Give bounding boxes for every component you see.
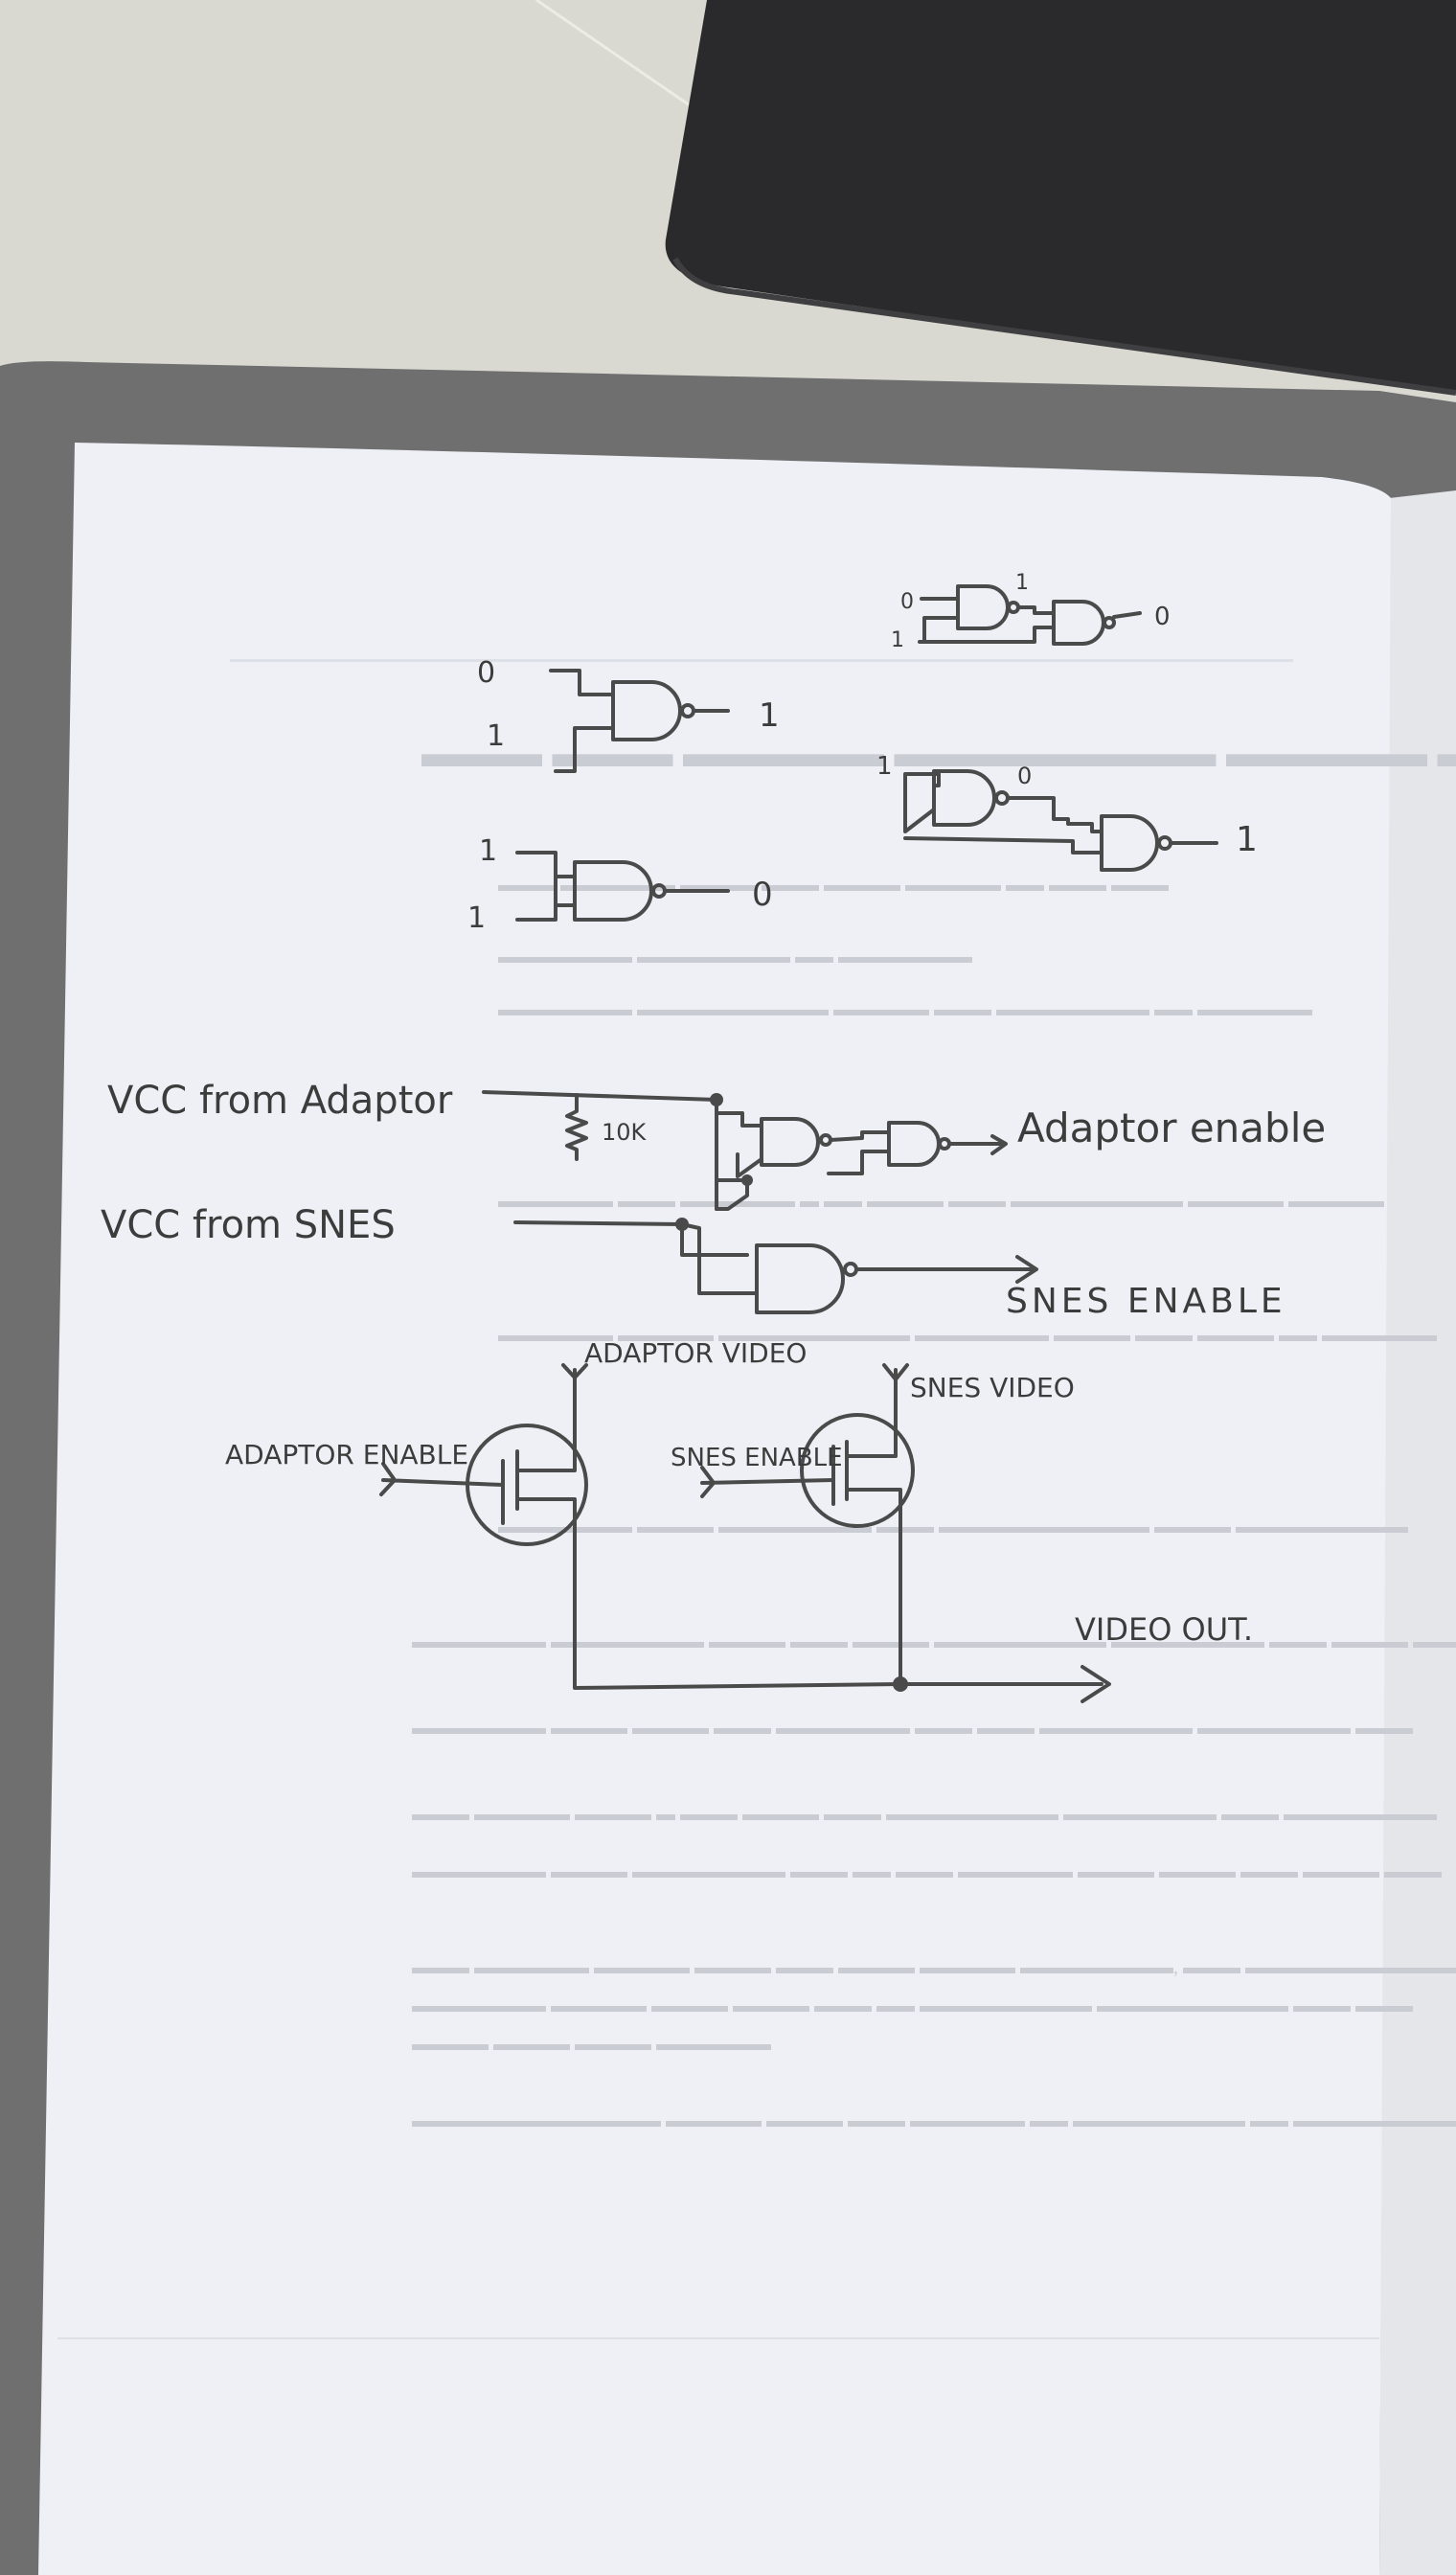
nand-example-2: 1 1 0 — [467, 834, 773, 935]
svg-text:▬▬▬▬▬▬▬▬▬▬▬▬▬ ▬▬▬▬▬ ▬▬▬▬ ▬▬▬ ▬: ▬▬▬▬▬▬▬▬▬▬▬▬▬ ▬▬▬▬▬ ▬▬▬▬ ▬▬▬ ▬▬▬▬▬▬ ▬▬ ▬… — [412, 2110, 1456, 2131]
enable-circuit: VCC from Adaptor VCC from SNES 10K Adapt… — [101, 1079, 1326, 1321]
video-switch-circuit: ADAPTOR VIDEO ADAPTOR ENABLE SNES VIDEO … — [225, 1337, 1253, 1703]
example2-input-a: 1 — [479, 834, 497, 868]
nand-gate — [755, 1243, 845, 1314]
svg-text:▬▬▬▬ ▬▬▬▬ ▬▬▬▬ ▬▬▬▬▬▬: ▬▬▬▬ ▬▬▬▬ ▬▬▬▬ ▬▬▬▬▬▬ — [412, 2034, 771, 2055]
resistor-label: 10K — [602, 1119, 648, 1146]
svg-text:▬▬▬▬▬▬ ▬▬▬ ▬▬▬▬▬▬ ▬ ▬▬ ▬▬▬▬ ▬▬: ▬▬▬▬▬▬ ▬▬▬ ▬▬▬▬▬▬ ▬ ▬▬ ▬▬▬▬ ▬▬▬ ▬▬▬▬▬▬▬▬… — [498, 1191, 1384, 1212]
adaptor-enable-input-label: ADAPTOR ENABLE — [225, 1439, 468, 1470]
chain2-input-top: 1 — [876, 752, 893, 781]
nand-gate — [573, 860, 653, 922]
back-sheet — [1379, 490, 1456, 2575]
chain1-input-top: 0 — [900, 590, 914, 614]
adaptor-enable-label: Adaptor enable — [1017, 1105, 1326, 1151]
laptop — [665, 0, 1456, 393]
paper-sheet — [38, 443, 1391, 2575]
nand-example-1: 0 1 1 — [477, 656, 780, 773]
snes-video-label: SNES VIDEO — [910, 1372, 1075, 1403]
svg-text:▬▬▬ ▬▬▬▬▬ ▬▬▬▬ ▬ ▬▬▬ ▬▬▬▬ ▬▬▬: ▬▬▬ ▬▬▬▬▬ ▬▬▬▬ ▬ ▬▬▬ ▬▬▬▬ ▬▬▬ ▬▬▬▬▬▬▬▬▬ … — [412, 1804, 1437, 1825]
example1-input-b: 1 — [487, 719, 505, 753]
svg-text:▬▬▬▬▬▬▬ ▬▬▬▬ ▬▬▬▬▬▬▬▬ ▬▬▬ ▬▬ ▬: ▬▬▬▬▬▬▬ ▬▬▬▬ ▬▬▬▬▬▬▬▬ ▬▬▬ ▬▬ ▬▬▬ ▬▬▬▬▬▬ … — [412, 1861, 1442, 1882]
example1-output: 1 — [759, 696, 780, 735]
svg-text:▬▬▬ ▬▬▬▬▬▬ ▬▬▬▬▬ ▬▬▬▬ ▬▬▬ ▬▬▬▬: ▬▬▬ ▬▬▬▬▬▬ ▬▬▬▬▬ ▬▬▬▬ ▬▬▬ ▬▬▬▬ ▬▬▬▬▬ ▬▬▬… — [412, 1957, 1456, 1978]
svg-text:▬▬▬▬▬▬▬ ▬▬▬▬▬▬▬▬▬▬ ▬▬▬▬▬ ▬▬▬ ▬: ▬▬▬▬▬▬▬ ▬▬▬▬▬▬▬▬▬▬ ▬▬▬▬▬ ▬▬▬ ▬▬▬▬▬▬▬▬ ▬▬… — [498, 999, 1312, 1020]
snes-mosfet — [800, 1413, 915, 1528]
vcc-from-adaptor-label: VCC from Adaptor — [107, 1079, 453, 1123]
svg-text:▬▬▬▬▬▬▬ ▬▬▬▬ ▬▬▬▬▬▬▬▬ ▬▬▬ ▬▬▬▬: ▬▬▬▬▬▬▬ ▬▬▬▬ ▬▬▬▬▬▬▬▬ ▬▬▬ ▬▬▬▬▬▬▬▬▬▬▬ ▬▬… — [498, 1516, 1408, 1538]
video-out-label: VIDEO OUT. — [1075, 1611, 1253, 1648]
chain1-mid: 1 — [1015, 571, 1029, 595]
nand-gate — [760, 1117, 820, 1167]
vcc-from-snes-label: VCC from SNES — [101, 1203, 396, 1247]
nand-chain-example-1: 0 1 1 0 — [891, 571, 1171, 652]
svg-text:▬▬▬▬▬▬▬ ▬▬▬▬▬▬▬▬ ▬▬ ▬▬▬▬▬▬▬: ▬▬▬▬▬▬▬ ▬▬▬▬▬▬▬▬ ▬▬ ▬▬▬▬▬▬▬ — [498, 946, 972, 968]
svg-text:▬▬▬▬▬▬▬ ▬▬▬▬▬ ▬▬▬▬ ▬▬▬▬ ▬▬▬ ▬▬: ▬▬▬▬▬▬▬ ▬▬▬▬▬ ▬▬▬▬ ▬▬▬▬ ▬▬▬ ▬▬ ▬▬▬▬▬▬▬▬▬… — [412, 1995, 1413, 2017]
chain2-output: 1 — [1236, 820, 1258, 859]
svg-text:▬▬▬▬▬▬ ▬▬▬▬▬ ▬▬▬▬▬▬▬▬▬▬ ▬▬▬▬▬▬: ▬▬▬▬▬▬ ▬▬▬▬▬ ▬▬▬▬▬▬▬▬▬▬ ▬▬▬▬▬▬▬ ▬▬▬▬ ▬▬▬… — [498, 1325, 1437, 1346]
desk-glare — [535, 0, 691, 107]
svg-text:▬▬▬ ▬▬▬ ▬▬▬▬▬ ▬▬▬▬▬▬▬▬ ▬▬▬▬▬ ▬: ▬▬▬ ▬▬▬ ▬▬▬▬▬ ▬▬▬▬▬▬▬▬ ▬▬▬▬▬ ▬▬▬▬▬▬▬▬ — [421, 732, 1456, 776]
snes-enable-input-label: SNES ENABLE — [671, 1444, 843, 1472]
example2-output: 0 — [752, 876, 773, 914]
chain1-input-bottom: 1 — [891, 628, 904, 652]
adaptor-video-label: ADAPTOR VIDEO — [584, 1337, 807, 1369]
chain2-mid: 0 — [1017, 763, 1032, 789]
example2-input-b: 1 — [467, 901, 486, 935]
snes-enable-label: SNES ENABLE — [1006, 1282, 1286, 1321]
chain1-output: 0 — [1154, 603, 1171, 631]
svg-text:▬▬▬ ▬▬▬▬▬▬ ▬▬▬▬ ▬▬▬ ▬▬▬▬ ▬▬▬▬▬: ▬▬▬ ▬▬▬▬▬▬ ▬▬▬▬ ▬▬▬ ▬▬▬▬ ▬▬▬▬▬ ▬▬ ▬▬▬ ▬▬… — [498, 875, 1169, 896]
print-through: ▬▬▬ ▬▬▬ ▬▬▬▬▬ ▬▬▬▬▬▬▬▬ ▬▬▬▬▬ ▬▬▬▬▬▬▬▬ ▬▬… — [57, 659, 1456, 2339]
example1-input-a: 0 — [477, 656, 495, 690]
svg-text:▬▬▬▬▬▬▬ ▬▬▬▬ ▬▬▬▬ ▬▬▬ ▬▬▬▬▬▬▬: ▬▬▬▬▬▬▬ ▬▬▬▬ ▬▬▬▬ ▬▬▬ ▬▬▬▬▬▬▬ ▬▬▬ ▬▬▬ ▬▬… — [412, 1718, 1413, 1739]
svg-text:▬▬▬▬▬▬▬ ▬▬▬▬▬▬▬▬ ▬▬▬▬ ▬▬▬ ▬▬▬▬: ▬▬▬▬▬▬▬ ▬▬▬▬▬▬▬▬ ▬▬▬▬ ▬▬▬ ▬▬▬▬ ▬▬▬▬▬▬▬▬▬… — [412, 1631, 1456, 1652]
laptop-edge — [672, 257, 1456, 396]
nand-gate — [611, 680, 682, 741]
nand-chain-example-2: 1 0 1 — [876, 752, 1258, 872]
